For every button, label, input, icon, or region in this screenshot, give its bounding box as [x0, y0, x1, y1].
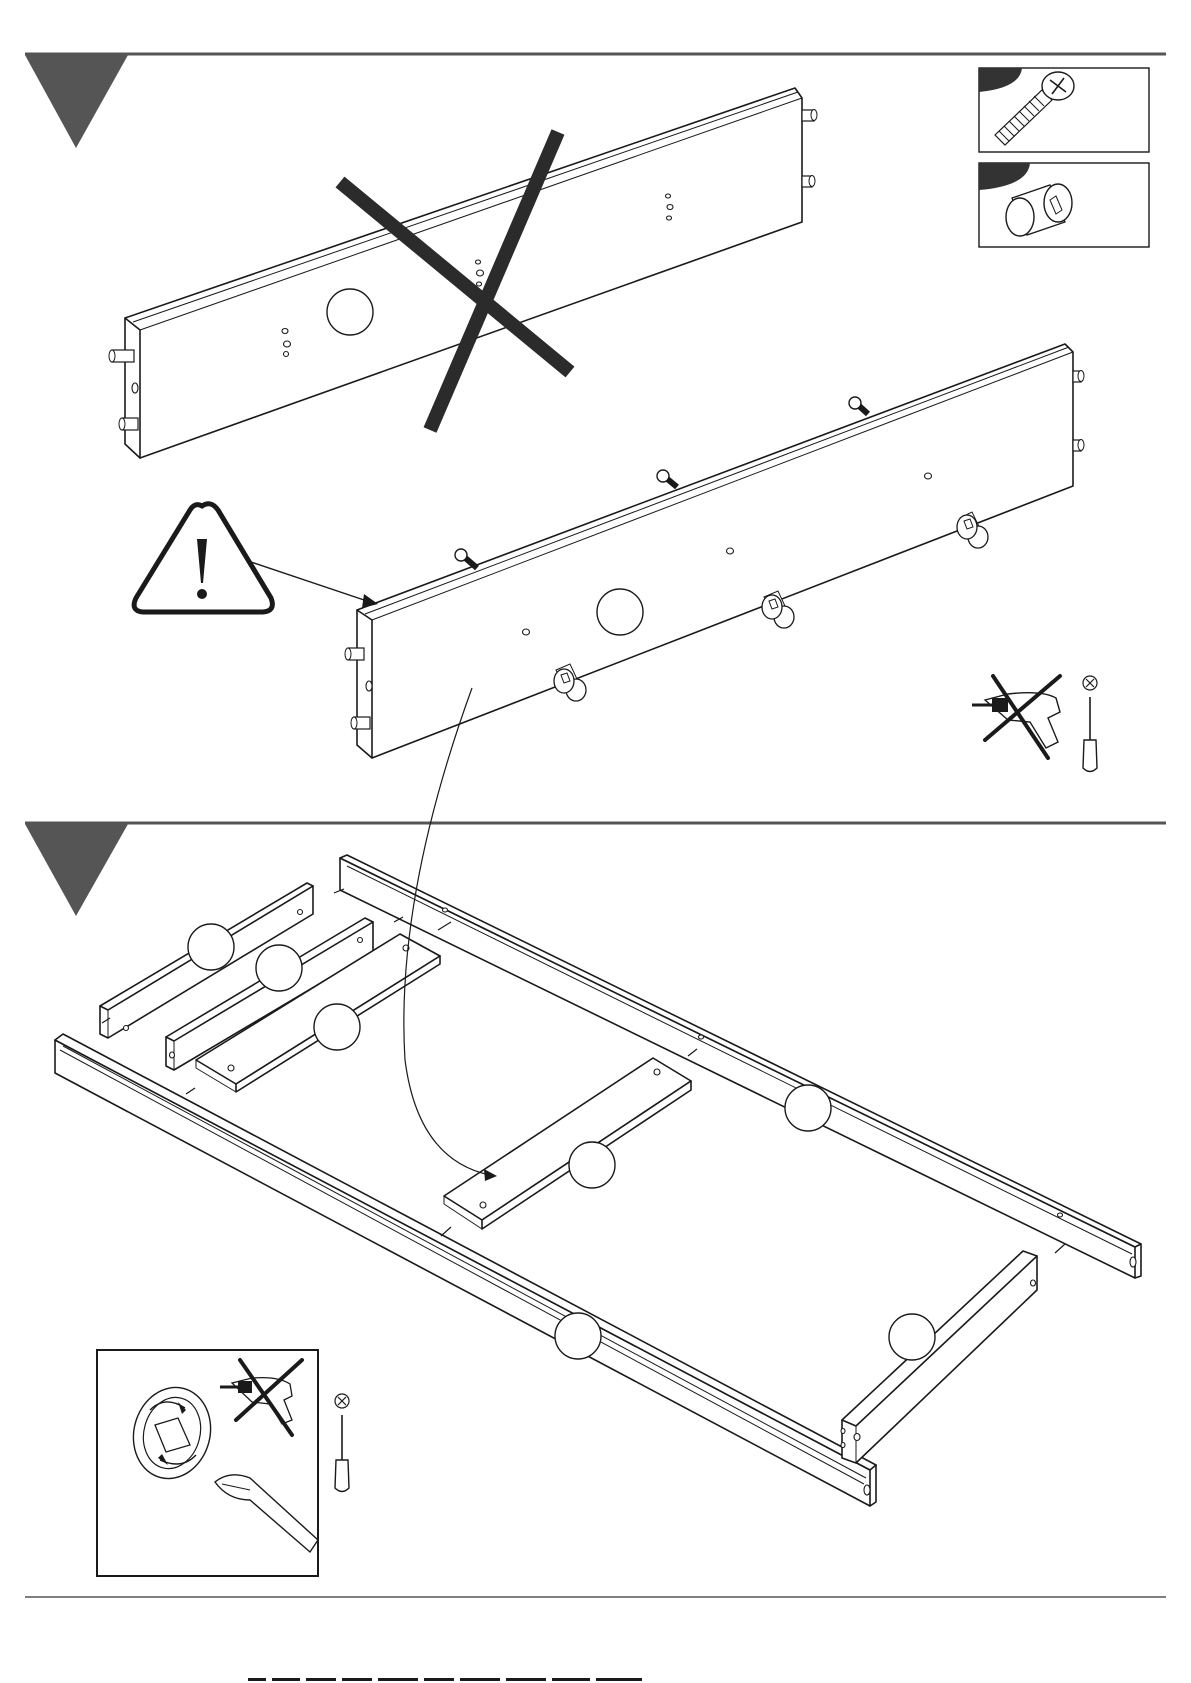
right-end-panel	[841, 1251, 1037, 1463]
wrong-orientation-panel	[109, 88, 817, 458]
step-2-marker	[25, 824, 128, 916]
cam-tightening-detail	[97, 1350, 318, 1576]
footer-barcode-strip	[248, 1678, 642, 1681]
step-1-marker	[25, 55, 128, 148]
screwdriver-icon	[1083, 676, 1097, 772]
cam-legend-box	[979, 163, 1149, 247]
warning-triangle-icon	[134, 504, 272, 612]
no-drill-icon	[972, 676, 1060, 758]
screw-legend-box	[979, 68, 1149, 152]
screwdriver-icon	[335, 1394, 349, 1492]
slat-panel-2	[444, 1058, 691, 1229]
correct-orientation-panel	[345, 344, 1084, 758]
